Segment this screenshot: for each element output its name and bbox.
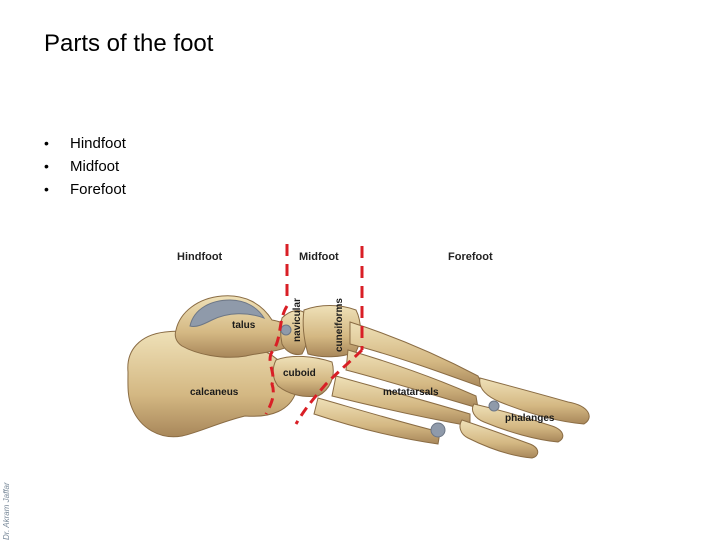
cuboid-label: cuboid <box>283 368 316 379</box>
midfoot-forefoot-divider <box>294 348 364 425</box>
slide-title: Parts of the foot <box>44 30 214 57</box>
phalanx-bone <box>479 377 590 425</box>
author-credit: Dr. Akram Jaffar <box>2 482 11 540</box>
joint-cartilage <box>280 324 292 336</box>
joint-cartilage <box>430 422 446 438</box>
joint-cartilage <box>488 400 500 412</box>
phalanx-bone <box>471 403 564 443</box>
bullet-marker: • <box>44 181 49 197</box>
navicular-label: navicular <box>292 298 303 342</box>
cuboid-bone <box>272 355 334 397</box>
bullet-text: Midfoot <box>70 158 120 175</box>
talus-cartilage <box>189 299 266 327</box>
calcaneus-label: calcaneus <box>190 387 239 398</box>
bullet-marker: • <box>44 135 49 151</box>
bullet-list: • Hindfoot • Midfoot • Forefoot <box>44 132 126 201</box>
bullet-text: Forefoot <box>70 181 126 198</box>
hindfoot-midfoot-divider <box>264 305 289 415</box>
phalanges-label: phalanges <box>505 413 555 424</box>
hindfoot-label: Hindfoot <box>177 251 223 263</box>
bullet-item: • Forefoot <box>44 178 126 201</box>
bullet-marker: • <box>44 158 49 174</box>
metatarsal-bone <box>313 397 441 445</box>
midfoot-label: Midfoot <box>299 251 339 263</box>
phalanx-bone <box>459 419 539 459</box>
cuneiforms-label: cuneiforms <box>334 298 345 352</box>
navicular-bone <box>280 310 309 355</box>
forefoot-label: Forefoot <box>448 251 493 263</box>
metatarsals-label: metatarsals <box>383 387 439 398</box>
calcaneus-bone <box>127 330 297 438</box>
talus-label: talus <box>232 320 256 331</box>
bullet-item: • Hindfoot <box>44 132 126 155</box>
bullet-text: Hindfoot <box>70 135 126 152</box>
bullet-item: • Midfoot <box>44 155 126 178</box>
